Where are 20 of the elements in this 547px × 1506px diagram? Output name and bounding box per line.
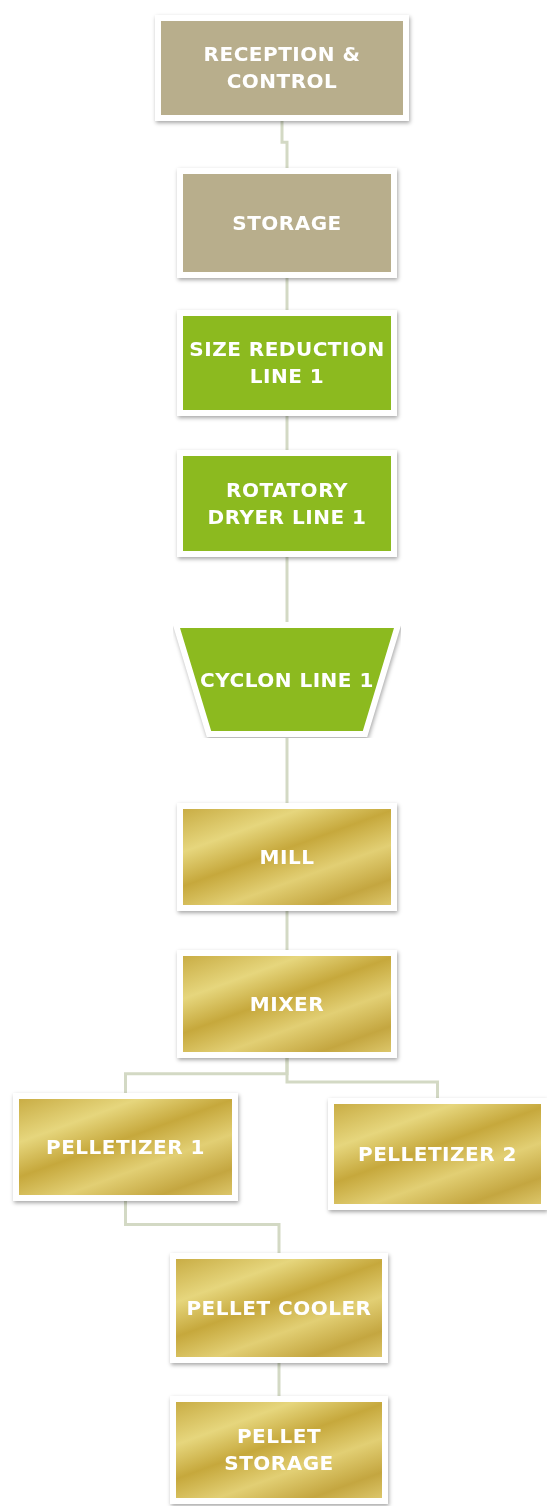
step-label: RECEPTION & CONTROL [202, 41, 362, 95]
connector-line [285, 911, 289, 950]
connector-line [285, 278, 289, 310]
connector-line [285, 738, 289, 803]
step-label: STORAGE [231, 209, 343, 237]
connector-line [285, 416, 289, 450]
step-label: PELLET STORAGE [223, 1423, 335, 1477]
step-label: MILL [258, 843, 316, 871]
connector-line [280, 121, 289, 168]
step-label: SIZE REDUCTION LINE 1 [188, 336, 386, 390]
step-label: MIXER [248, 990, 326, 1018]
step-label: PELLETIZER 1 [45, 1133, 206, 1161]
connector-line [277, 1363, 281, 1396]
connector-line [124, 1201, 281, 1253]
step-label: ROTATORY DRYER LINE 1 [206, 476, 368, 531]
step-label: CYCLON LINE 1 [199, 666, 375, 694]
step-label: PELLETIZER 2 [357, 1140, 518, 1168]
connector-line [285, 1058, 439, 1098]
connector-line [285, 557, 289, 622]
step-label: PELLET COOLER [185, 1294, 373, 1322]
